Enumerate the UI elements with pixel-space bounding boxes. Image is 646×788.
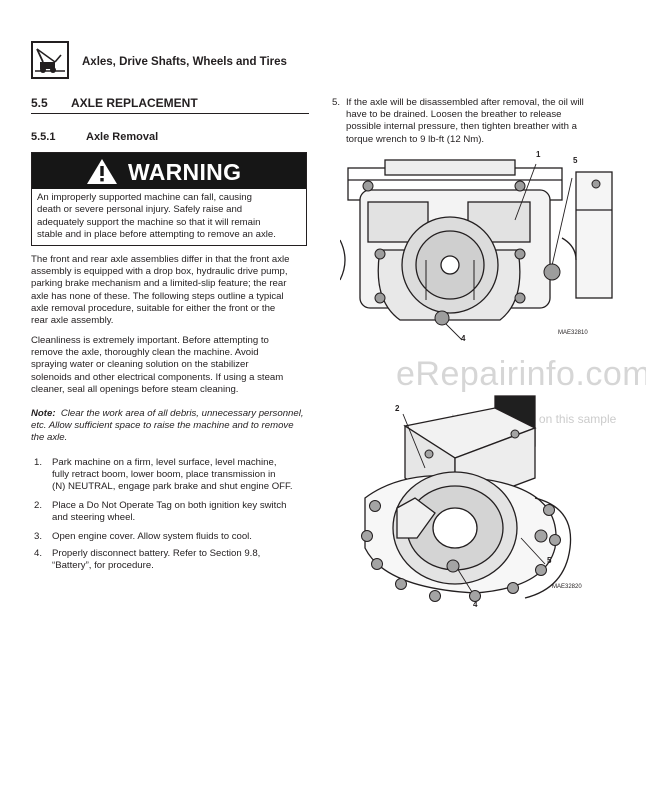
text-line: Properly disconnect battery. Refer to Se… bbox=[52, 548, 261, 559]
step-item: 3. Open engine cover. Allow system fluid… bbox=[31, 531, 313, 545]
warning-line: stable and in place before attempting to… bbox=[37, 228, 276, 240]
step-text: Open engine cover. Allow system fluids t… bbox=[52, 531, 314, 543]
subsection-number: 5.5.1 bbox=[31, 131, 56, 143]
step-item: 4. Properly disconnect battery. Refer to… bbox=[31, 548, 313, 574]
section-heading: 5.5 AXLE REPLACEMENT bbox=[31, 94, 309, 114]
text-line: assembly is equipped with a drop box, hy… bbox=[31, 266, 288, 278]
axle-illustration-2 bbox=[361, 395, 572, 602]
subsection-title: Axle Removal bbox=[86, 131, 159, 143]
axle-figure-2: 2 5 4 MAE32820 bbox=[345, 388, 615, 614]
warning-line: adequately support the machine so that i… bbox=[37, 216, 261, 228]
axle-figure-1: 1 5 4 MAE32810 bbox=[339, 150, 614, 344]
warning-header: WARNING bbox=[32, 153, 306, 189]
watermark-text: eRepairinfo.com bbox=[396, 355, 646, 393]
step-text: If the axle will be disassembled after r… bbox=[346, 97, 612, 146]
intro-paragraph: The front and rear axle assemblies diffe… bbox=[31, 254, 313, 327]
text-line: and steering wheel. bbox=[52, 512, 136, 524]
text-line: solenoids and other electrical component… bbox=[31, 371, 284, 383]
text-line: torque wrench to 9 lb-ft (12 Nm). bbox=[346, 133, 485, 145]
text-line: remove the axle, thoroughly clean the ma… bbox=[31, 347, 259, 359]
step-item: 2. Place a Do Not Operate Tag on both ig… bbox=[31, 500, 313, 526]
figure-code: MAE32820 bbox=[552, 584, 582, 590]
callout-2: 2 bbox=[395, 404, 400, 413]
text-line: spraying water or cleaning solution on t… bbox=[31, 359, 249, 371]
step-number: 1. bbox=[34, 457, 43, 468]
step-text: Park machine on a firm, level surface, l… bbox=[52, 457, 314, 494]
cleanliness-paragraph: Cleanliness is extremely important. Befo… bbox=[31, 335, 313, 396]
note-line: Clear the work area of all debris, unnec… bbox=[60, 408, 304, 419]
step-number: 2. bbox=[34, 500, 43, 511]
callout-1: 1 bbox=[536, 150, 541, 159]
figure-code: MAE32810 bbox=[558, 330, 588, 336]
section-number: 5.5 bbox=[31, 96, 48, 110]
step-text: Place a Do Not Operate Tag on both ignit… bbox=[52, 500, 314, 524]
text-line: fully retract boom, lower boom, place tr… bbox=[52, 469, 276, 481]
text-line: Cleanliness is extremely important. Befo… bbox=[31, 335, 269, 346]
step-number: 4. bbox=[34, 548, 43, 559]
warning-box: WARNING An improperly supported machine … bbox=[31, 152, 307, 246]
text-line: possible internal pressure, then tighten… bbox=[346, 121, 577, 133]
text-line: parking brake mechanism and a limited-sl… bbox=[31, 278, 287, 290]
note-paragraph: Note: Clear the work area of all debris,… bbox=[31, 408, 313, 445]
text-line: Park machine on a firm, level surface, l… bbox=[52, 457, 277, 468]
step-text: Properly disconnect battery. Refer to Se… bbox=[52, 548, 314, 572]
chapter-title: Axles, Drive Shafts, Wheels and Tires bbox=[82, 56, 287, 68]
callout-5: 5 bbox=[547, 556, 552, 565]
text-line: If the axle will be disassembled after r… bbox=[346, 97, 584, 108]
warning-label: WARNING bbox=[128, 159, 242, 185]
step-number: 5. bbox=[332, 97, 341, 108]
text-line: axle has none of these. The following st… bbox=[31, 290, 284, 302]
text-line: (N) NEUTRAL, engage park brake and shut … bbox=[52, 481, 293, 493]
note-line: etc. Allow sufficient space to raise the… bbox=[31, 420, 294, 432]
text-line: “Battery”, for procedure. bbox=[52, 560, 154, 572]
text-line: rear axle assembly. bbox=[31, 315, 114, 327]
step-number: 3. bbox=[34, 531, 43, 542]
text-line: Open engine cover. Allow system fluids t… bbox=[52, 531, 252, 542]
text-line: have to be drained. Loosen the breather … bbox=[346, 109, 562, 121]
warning-text: An improperly supported machine can fall… bbox=[32, 189, 306, 241]
section-title: AXLE REPLACEMENT bbox=[71, 96, 198, 110]
note-label: Note: bbox=[31, 408, 56, 419]
warning-line: death or severe personal injury. Safely … bbox=[37, 204, 243, 216]
callout-4: 4 bbox=[473, 600, 478, 609]
axle-illustration-1 bbox=[339, 159, 613, 341]
text-line: cleaner, seal all openings before steam … bbox=[31, 383, 239, 395]
step-item: 1. Park machine on a firm, level surface… bbox=[31, 457, 313, 495]
callout-5: 5 bbox=[573, 156, 578, 165]
text-line: axle removal procedure, suitable for eit… bbox=[31, 302, 276, 314]
text-line: Place a Do Not Operate Tag on both ignit… bbox=[52, 500, 287, 511]
callout-4: 4 bbox=[461, 334, 466, 343]
lift-cart-icon bbox=[31, 41, 69, 79]
warning-line: An improperly supported machine can fall… bbox=[37, 192, 252, 203]
note-line: the axle. bbox=[31, 432, 68, 444]
text-line: The front and rear axle assemblies diffe… bbox=[31, 254, 290, 265]
warning-triangle-icon bbox=[87, 159, 117, 184]
